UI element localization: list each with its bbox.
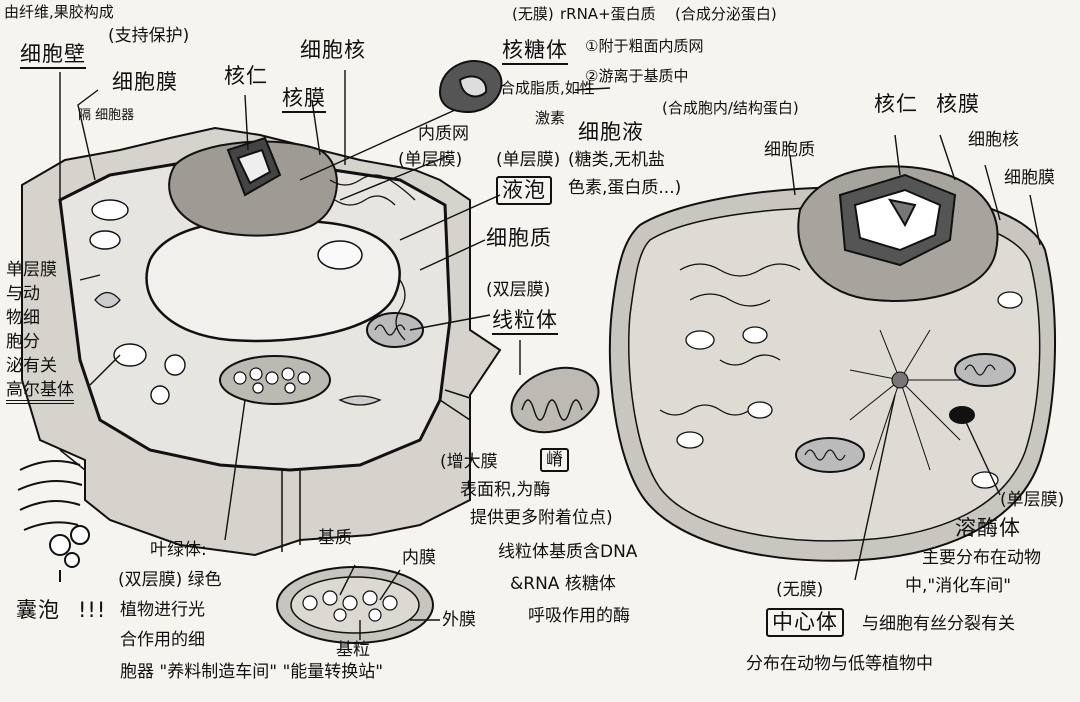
label-nucleolus-animal: 核仁 — [874, 92, 918, 116]
ribosome-icon — [438, 60, 503, 114]
label-stroma: 基质 — [318, 528, 352, 548]
label-lyso-membrane: (单层膜) — [1000, 490, 1065, 510]
golgi-detail — [17, 460, 90, 582]
label-centro-membrane: (无膜) — [776, 580, 824, 600]
label-nucleus-plant: 细胞核 — [300, 38, 366, 62]
label-cristae-func2: 提供更多附着位点) — [470, 508, 613, 528]
animal-cell — [608, 165, 1056, 562]
label-chloroplast: 叶绿体: — [150, 540, 207, 560]
label-chloro-desc3: 合作用的细 — [120, 630, 205, 650]
label-inner-membrane: 内膜 — [402, 548, 436, 568]
label-mitochondria: 线粒体 — [492, 308, 558, 335]
label-ridge: 嵴 — [540, 448, 569, 473]
label-cellsap-contents2: 色素,蛋白质...) — [568, 178, 682, 198]
label-ribosome-synth2: (合成胞内/结构蛋白) — [662, 99, 799, 117]
label-cellmembrane-note: 隔 细胞器 — [78, 108, 135, 123]
label-cytoplasm-animal: 细胞质 — [764, 140, 815, 160]
label-cristae: (增大膜 — [440, 452, 498, 472]
centrosome — [849, 329, 965, 471]
label-outer-membrane: 外膜 — [442, 610, 476, 630]
label-cellwall-composition: 由纤维,果胶构成 — [4, 3, 114, 21]
leader-lines — [59, 70, 1041, 640]
label-nucleolus-plant: 核仁 — [224, 64, 268, 88]
label-centro-dist: 分布在动物与低等植物中 — [746, 654, 933, 674]
label-chloro-desc4: 胞器 "养料制造车间" "能量转换站" — [120, 662, 384, 682]
label-chloro-desc1: (双层膜) 绿色 — [118, 570, 222, 590]
label-grana: 基粒 — [336, 640, 370, 660]
label-lysosome: 溶酶体 — [955, 516, 1021, 540]
label-cellmembrane-animal: 细胞膜 — [1004, 168, 1055, 188]
lysosome — [949, 406, 975, 424]
label-mito-dna3: 呼吸作用的酶 — [528, 606, 630, 626]
label-nucleus-animal: 细胞核 — [968, 130, 1019, 150]
vacuole — [145, 218, 401, 343]
label-nuclearmembrane-plant: 核膜 — [282, 86, 326, 113]
label-centro-func: 与细胞有丝分裂有关 — [862, 614, 1015, 634]
chloroplast-detail — [276, 566, 434, 644]
label-er-func: 合成脂质,如性 — [500, 79, 595, 97]
label-mito-dna2: &RNA 核糖体 — [510, 574, 616, 594]
label-ribosome-loc2: ②游离于基质中 — [585, 67, 689, 85]
label-cellsap: 细胞液 — [578, 120, 644, 144]
label-ribosome-loc1: ①附于粗面内质网 — [585, 37, 704, 55]
label-cellwall: 细胞壁 — [20, 42, 86, 69]
label-er-func2: 激素 — [535, 109, 566, 127]
label-ribosome-membrane: (无膜) — [512, 5, 554, 23]
label-ribosome-component: rRNA+蛋白质 — [560, 5, 656, 23]
label-chloro-desc2: 植物进行光 — [120, 600, 205, 620]
label-mito-dna1: 线粒体基质含DNA — [498, 542, 638, 562]
label-ribosome-synth: (合成分泌蛋白) — [675, 5, 777, 23]
label-vacuole: 液泡 — [496, 176, 552, 205]
label-ribosome: 核糖体 — [502, 38, 568, 65]
plant-cell — [21, 126, 502, 557]
label-golgi: 高尔基体 — [6, 380, 74, 405]
label-golgi-desc2: 与动 — [6, 284, 40, 304]
label-golgi-desc5: 泌有关 — [6, 356, 57, 376]
mitochondrion-detail — [510, 366, 600, 434]
label-nuclearmembrane-animal: 核膜 — [936, 92, 980, 116]
label-golgi-desc3: 物细 — [6, 308, 40, 328]
label-cristae-func1: 表面积,为酶 — [460, 480, 551, 500]
label-er: 内质网 — [418, 124, 469, 144]
label-cellwall-function: (支持保护) — [108, 26, 190, 46]
label-er-membrane: (单层膜) — [398, 150, 463, 170]
label-lyso-func1: 主要分布在动物 — [922, 548, 1041, 568]
label-centrosome: 中心体 — [766, 608, 844, 637]
label-golgi-desc4: 胞分 — [6, 332, 40, 352]
label-golgi-desc1: 单层膜 — [6, 260, 57, 280]
label-cellmembrane-plant: 细胞膜 — [112, 70, 178, 94]
label-lyso-func2: 中,"消化车间" — [905, 576, 1012, 596]
label-vacuole-membrane: (单层膜) — [496, 150, 561, 170]
label-vesicle-mark: !!! — [78, 598, 107, 622]
label-cytoplasm-plant: 细胞质 — [486, 226, 552, 250]
label-cellsap-contents: (糖类,无机盐 — [568, 150, 666, 170]
label-mito-membrane: (双层膜) — [486, 280, 551, 300]
label-vesicle: 囊泡 — [16, 598, 60, 622]
